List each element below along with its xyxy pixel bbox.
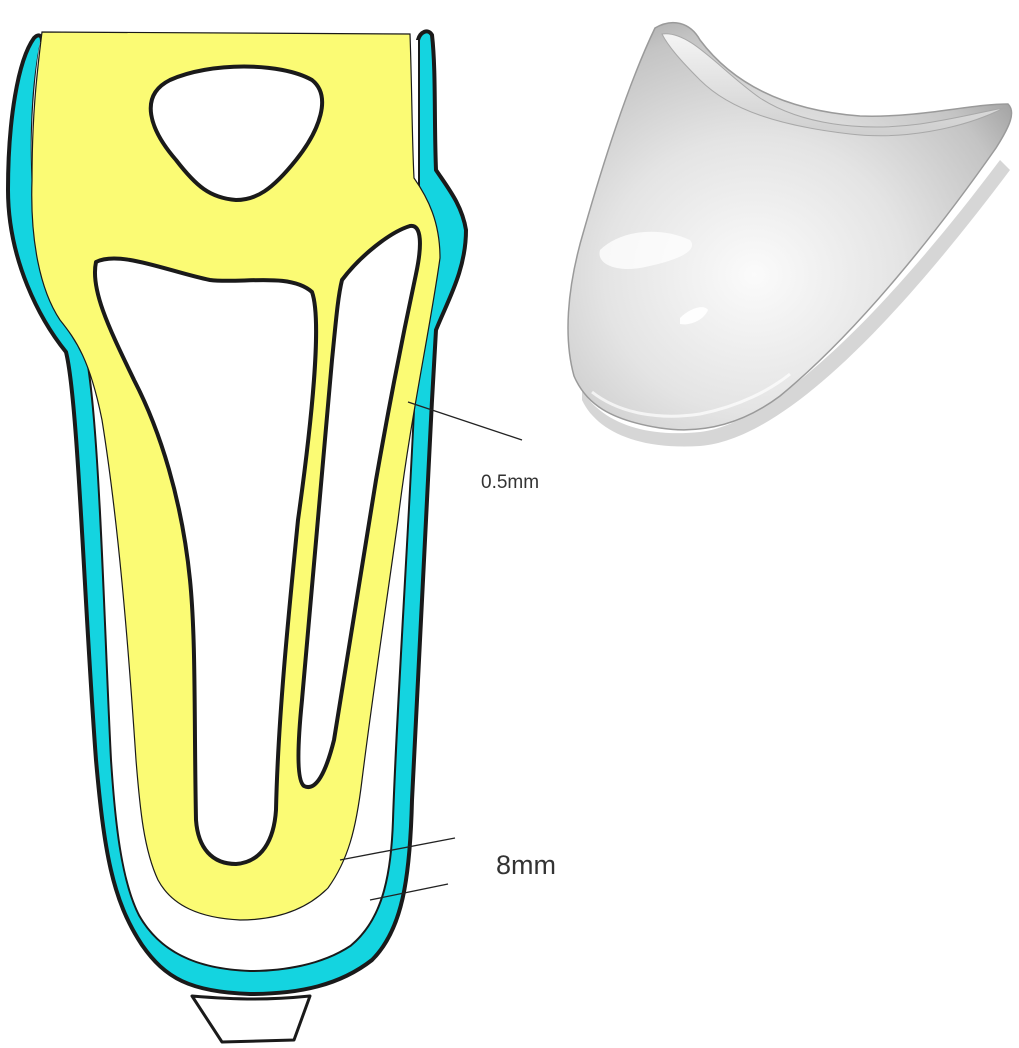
- label-8mm: 8mm: [496, 850, 556, 880]
- cap-body: [568, 23, 1012, 430]
- translucent-cap-photo-icon: [568, 23, 1012, 447]
- socket-cross-section-icon: 0.5mm 8mm: [8, 31, 556, 1042]
- bottom-adapter: [192, 996, 310, 1042]
- label-0.5mm: 0.5mm: [481, 472, 539, 493]
